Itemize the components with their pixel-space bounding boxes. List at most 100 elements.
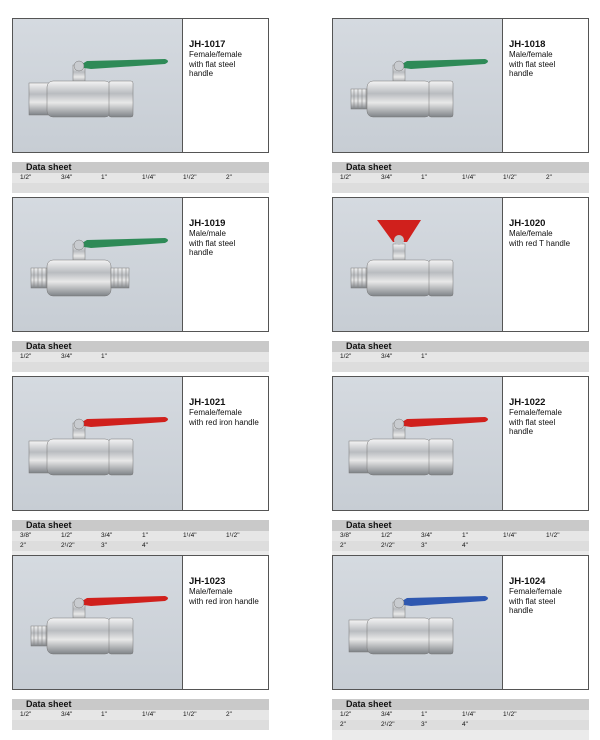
description-line: Male/male	[189, 229, 226, 238]
description-line: Male/female	[509, 50, 553, 59]
size-cell: 1"	[101, 353, 107, 360]
product-photo	[13, 377, 183, 510]
size-cell: 3/8"	[20, 532, 32, 539]
handle-nut	[393, 597, 405, 609]
size-cell: 1/2"	[20, 711, 32, 718]
handle-nut	[394, 235, 404, 245]
description-line: handle	[189, 248, 214, 257]
male-thread-end	[30, 267, 48, 289]
size-cell: 1/2"	[381, 532, 393, 539]
male-thread-end	[30, 625, 48, 647]
valve-body	[46, 259, 112, 297]
size-cell: 1¹/2"	[503, 174, 517, 181]
lever-handle	[77, 417, 168, 427]
lever-handle	[77, 238, 168, 248]
size-cell: 1"	[421, 711, 427, 718]
description-line: with flat steel	[189, 59, 236, 69]
size-cell: 2"	[340, 721, 346, 728]
valve-image	[350, 220, 454, 297]
valve-illustration	[28, 59, 168, 118]
size-cell: 4"	[142, 542, 148, 549]
size-cell: 1"	[101, 174, 107, 181]
valve-body	[366, 438, 432, 476]
product-photo	[333, 19, 503, 152]
description-line: with red iron handle	[189, 417, 259, 427]
description-line: handle	[509, 69, 534, 78]
valve-illustration	[28, 417, 168, 476]
size-cell: 2"	[226, 711, 232, 718]
size-cell: 1"	[421, 174, 427, 181]
valve-image	[348, 417, 488, 476]
size-cell: 1"	[101, 711, 107, 718]
description-line: Male/female	[189, 587, 233, 596]
size-cell: 2¹/2"	[61, 542, 75, 549]
size-cell: 1"	[462, 532, 468, 539]
size-cell: 1/2"	[20, 174, 32, 181]
model-number: JH-1022	[509, 397, 546, 408]
valve-illustration	[350, 59, 488, 118]
size-cell: 3/4"	[421, 532, 433, 539]
product-photo	[13, 198, 183, 331]
product-photo	[333, 198, 503, 331]
description-line: with flat steel	[509, 59, 556, 69]
size-cell: 1¹/2"	[503, 711, 517, 718]
female-socket-end	[428, 617, 454, 655]
size-cell: 3/4"	[381, 174, 393, 181]
valve-illustration	[348, 596, 488, 655]
product-photo	[13, 19, 183, 152]
model-number: JH-1024	[509, 576, 546, 587]
handle-nut	[73, 597, 85, 609]
description-line: Male/female	[509, 229, 553, 238]
male-thread-end	[110, 267, 130, 289]
valve-body	[366, 80, 432, 118]
size-cell: 1/2"	[61, 532, 73, 539]
size-cell: 3/4"	[101, 532, 113, 539]
female-socket-end	[428, 438, 454, 476]
size-cell: 3/4"	[381, 711, 393, 718]
size-row: 3/8"1/2"3/4"1"1¹/4"1¹/2"	[332, 531, 589, 541]
size-row	[332, 730, 589, 740]
size-cell: 1"	[421, 353, 427, 360]
description-line: with flat steel	[189, 238, 236, 248]
description-line: with flat steel	[509, 417, 556, 427]
model-number: JH-1018	[509, 39, 546, 50]
size-cell: 1¹/4"	[503, 532, 517, 539]
male-thread-end	[350, 267, 368, 289]
data-sheet-title: Data sheet	[332, 520, 589, 531]
size-cell: 2"	[20, 542, 26, 549]
valve-body	[46, 80, 112, 118]
size-cell: 1¹/2"	[226, 532, 240, 539]
size-row: 3/8"1/2"3/4"1"1¹/4"1¹/2"	[12, 531, 269, 541]
lever-handle	[77, 59, 168, 69]
valve-illustration	[30, 596, 168, 655]
size-cell: 3/8"	[340, 532, 352, 539]
size-cell: 1¹/4"	[142, 174, 156, 181]
female-socket-end	[108, 80, 134, 118]
size-cell: 4"	[462, 542, 468, 549]
size-row	[332, 183, 589, 193]
model-number: JH-1021	[189, 397, 226, 408]
handle-nut	[73, 60, 85, 72]
handle-nut	[73, 239, 85, 251]
valve-illustration	[30, 238, 168, 297]
model-number: JH-1017	[189, 39, 226, 50]
size-row: 2"2¹/2"3"4"	[12, 541, 269, 551]
model-number: JH-1020	[509, 218, 546, 229]
tee-handle	[377, 220, 421, 242]
data-sheet-title: Data sheet	[332, 699, 589, 710]
handle-nut	[393, 60, 405, 72]
size-row: 1/2"3/4"1"	[12, 352, 269, 362]
